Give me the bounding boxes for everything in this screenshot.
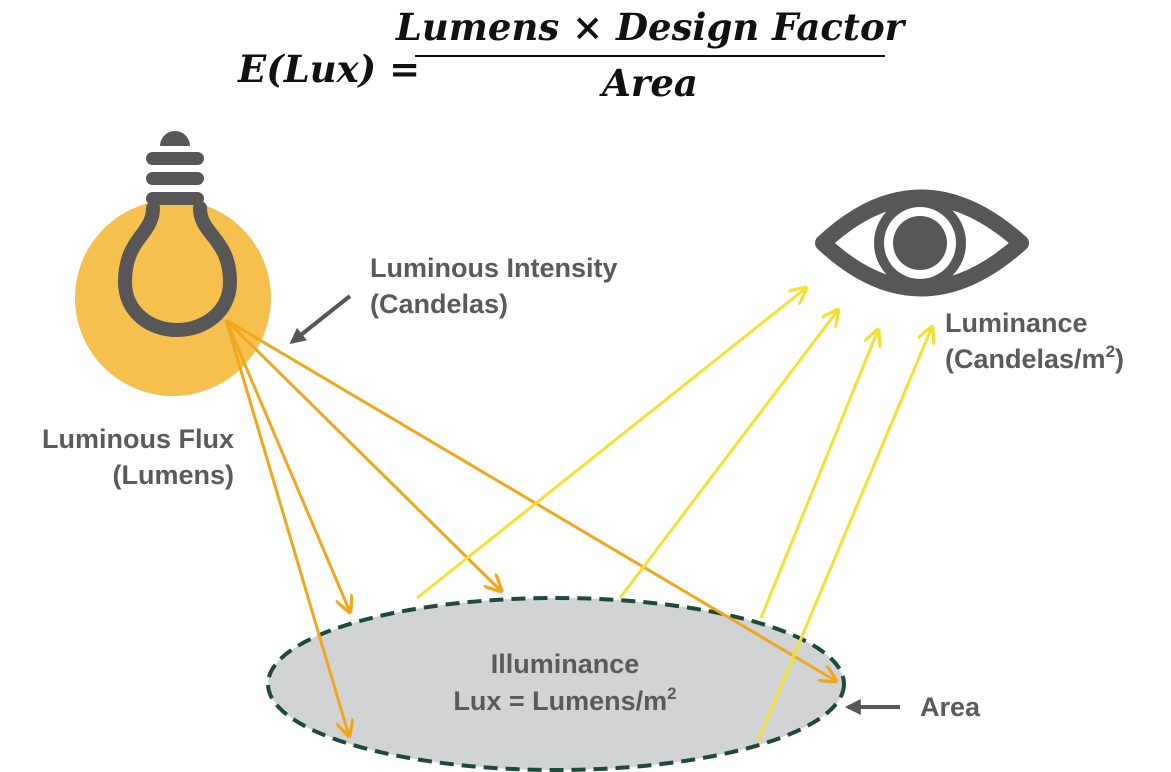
formula-lhs: E(Lux) = xyxy=(237,47,420,91)
area-label: Area xyxy=(920,692,981,722)
bulb-glow xyxy=(75,200,271,396)
formula: E(Lux) = Lumens × Design Factor Area xyxy=(237,5,907,105)
incident-ray xyxy=(224,318,501,591)
incident-ray xyxy=(225,318,836,681)
reflected-ray xyxy=(618,310,838,599)
luminance-unit: (Candelas/m2) xyxy=(945,342,1124,374)
lightbulb-icon xyxy=(118,131,237,337)
incident-rays xyxy=(224,318,836,736)
illuminance-unit: Lux = Lumens/m2 xyxy=(453,684,676,716)
luminous-flux-label: Luminous Flux xyxy=(42,424,234,454)
reflected-ray xyxy=(756,327,932,742)
intensity-pointer-arrow xyxy=(289,294,352,344)
reflected-rays xyxy=(416,288,932,742)
luminous-intensity-label: Luminous Intensity xyxy=(370,253,618,283)
formula-denominator: Area xyxy=(599,61,698,105)
formula-numerator: Lumens × Design Factor xyxy=(395,5,907,49)
reflected-ray xyxy=(416,288,806,600)
eye-icon xyxy=(815,189,1029,297)
incident-ray xyxy=(224,319,349,736)
illuminance-label: Illuminance xyxy=(491,649,640,679)
reflected-ray xyxy=(759,330,878,619)
luminous-intensity-unit: (Candelas) xyxy=(370,289,508,319)
luminous-flux-unit: (Lumens) xyxy=(113,460,235,490)
luminance-label: Luminance xyxy=(945,308,1088,338)
incident-ray xyxy=(224,319,350,612)
area-ellipse xyxy=(266,596,846,772)
